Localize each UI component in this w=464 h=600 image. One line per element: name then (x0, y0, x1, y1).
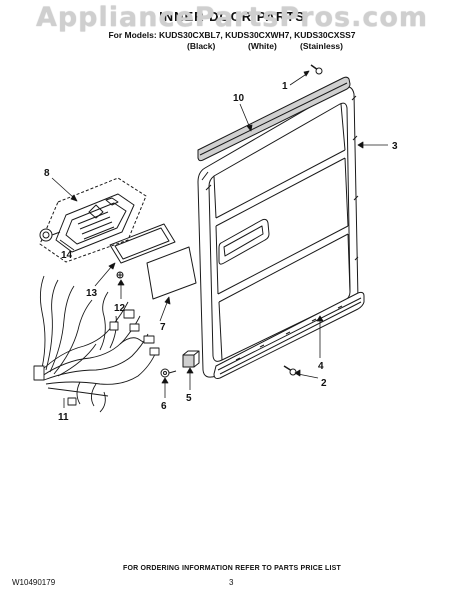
panel-window (218, 218, 270, 265)
ordering-note: FOR ORDERING INFORMATION REFER TO PARTS … (122, 565, 342, 572)
callout-11: 11 (58, 412, 69, 423)
diagram-title: INNER DOOR PARTS (159, 9, 305, 24)
connector-14 (39, 228, 61, 242)
callout-5: 5 (186, 393, 192, 404)
callout-10: 10 (233, 93, 245, 104)
screw-bottom (283, 365, 297, 376)
callout-12: 12 (114, 303, 126, 314)
screw-12 (116, 271, 124, 279)
document-id: W10490179 (12, 578, 56, 587)
cover-plate (146, 246, 197, 300)
bottom-trim-strip (213, 291, 365, 379)
page-number: 3 (229, 578, 234, 587)
callout-14: 14 (61, 250, 73, 261)
screw-6 (160, 368, 177, 378)
variant-stainless: (Stainless) (300, 41, 343, 51)
callout-8: 8 (44, 168, 50, 179)
wire-harness (33, 275, 160, 413)
callout-6: 6 (161, 401, 167, 412)
screw-top (310, 64, 323, 75)
callout-4: 4 (318, 361, 324, 372)
variant-black: (Black) (187, 41, 216, 51)
callout-2: 2 (321, 378, 327, 389)
watermark-logo: AppliancePartsPros.com (35, 2, 429, 33)
callout-1: 1 (282, 81, 288, 92)
callout-13: 13 (86, 288, 98, 299)
model-list: For Models: KUDS30CXBL7, KUDS30CXWH7, KU… (108, 30, 356, 40)
top-trim-strip (197, 76, 351, 162)
clip-5 (182, 350, 200, 368)
leader-lines (51, 70, 388, 408)
control-module (39, 177, 147, 263)
callout-7: 7 (160, 322, 166, 333)
callout-3: 3 (392, 141, 398, 152)
variant-white: (White) (248, 41, 277, 51)
gasket-frame (109, 223, 176, 264)
